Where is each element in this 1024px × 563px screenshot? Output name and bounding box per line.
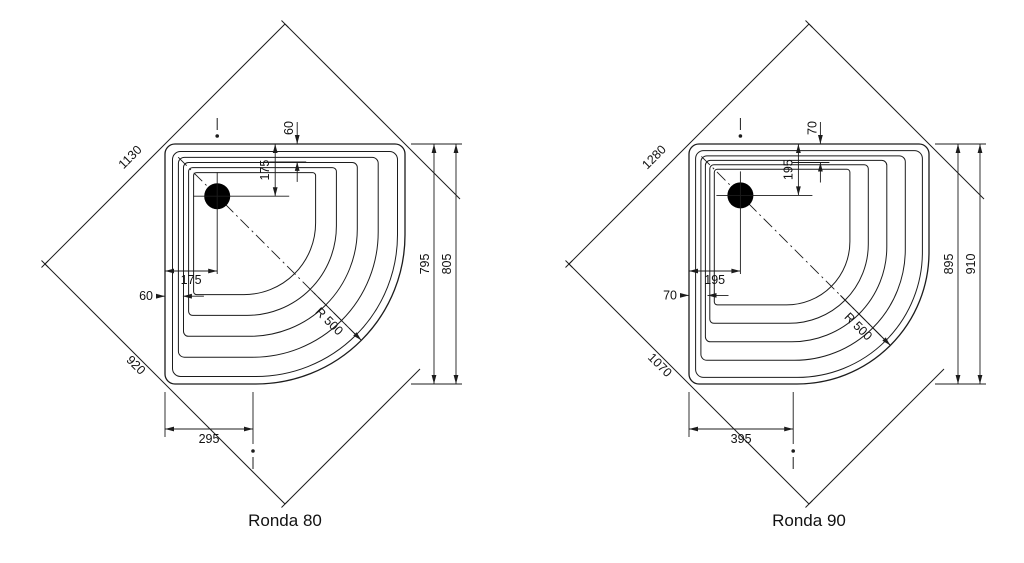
svg-text:70: 70: [663, 288, 677, 302]
left-dimensions: 195 70: [663, 268, 741, 302]
tray-contours: [164, 143, 406, 385]
top-dimensions: 175 60: [215, 118, 307, 197]
drawing-ronda-90: 1280 1070 R 500 195 70 195 70 395 895 910 Ronda 9…: [534, 4, 1014, 563]
drawing-ronda-80: 1130 920 R 500 175 60 175 60 295 795 805 Ronda 80: [10, 4, 490, 563]
svg-text:195: 195: [781, 159, 795, 180]
svg-text:295: 295: [199, 432, 220, 446]
svg-text:805: 805: [440, 254, 454, 275]
svg-text:195: 195: [704, 273, 725, 287]
svg-text:175: 175: [258, 160, 272, 181]
diamond-envelope: 1130 920: [41, 20, 461, 508]
svg-text:1130: 1130: [116, 143, 145, 172]
svg-text:175: 175: [181, 273, 202, 287]
drain: [193, 172, 290, 274]
left-dimensions: 175 60: [139, 268, 218, 303]
svg-text:895: 895: [942, 254, 956, 275]
svg-text:60: 60: [139, 289, 153, 303]
svg-text:920: 920: [124, 353, 149, 378]
drawing-caption: Ronda 80: [248, 511, 322, 530]
bottom-dimension: 395: [688, 392, 795, 469]
radius-dimension: R 500: [840, 295, 891, 346]
svg-text:910: 910: [964, 254, 978, 275]
height-dimensions: 895 910: [935, 143, 986, 385]
svg-text:795: 795: [418, 254, 432, 275]
svg-text:1280: 1280: [639, 142, 669, 172]
ronda-80-svg: 1130 920 R 500 175 60 175 60 295 795 805: [41, 20, 462, 508]
svg-text:1070: 1070: [645, 350, 675, 380]
top-dimensions: 195 70: [738, 118, 830, 196]
radius-dimension: R 500: [310, 289, 362, 341]
svg-text:60: 60: [282, 121, 296, 135]
height-dimensions: 795 805: [411, 143, 462, 385]
drawing-caption: Ronda 90: [772, 511, 846, 530]
ronda-90-svg: 1280 1070 R 500 195 70 195 70 395 895 910: [565, 20, 986, 508]
drain: [716, 171, 813, 274]
tray-contours: [688, 143, 930, 385]
bottom-dimension: 295: [164, 392, 255, 469]
svg-text:395: 395: [731, 432, 752, 446]
diamond-envelope: 1280 1070: [565, 20, 985, 508]
svg-text:70: 70: [805, 121, 819, 135]
